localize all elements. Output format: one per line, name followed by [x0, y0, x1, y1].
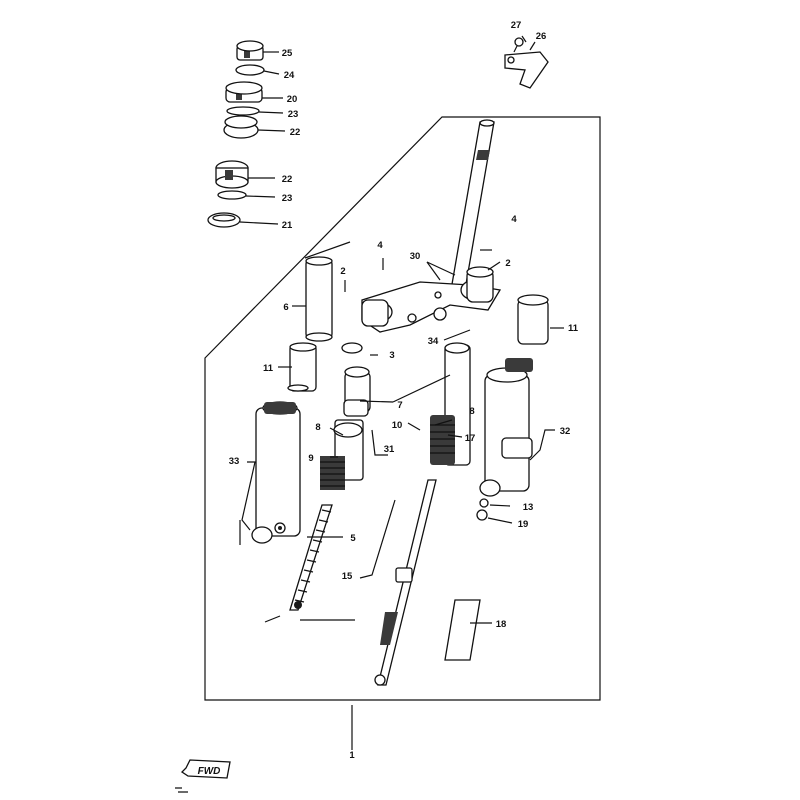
- lower-bearing: [217, 190, 247, 200]
- callout-19: 19: [518, 519, 529, 530]
- dust-seal: [207, 212, 241, 228]
- upper-nut: [225, 81, 263, 103]
- callout-34: 34: [428, 336, 439, 347]
- fork-cover-right: [517, 294, 549, 345]
- bracket-clamp-right: [466, 266, 494, 303]
- damper-rod: [374, 479, 437, 686]
- inner-tube-left: [320, 419, 364, 490]
- callout-22-upper: 22: [290, 127, 301, 138]
- callout-1: 1: [349, 750, 355, 761]
- callout-13: 13: [523, 502, 534, 513]
- outer-tube-left: [251, 401, 301, 544]
- callout-26: 26: [536, 31, 547, 42]
- callout-11-right: 11: [568, 323, 579, 334]
- callout-23-upper: 23: [288, 109, 299, 120]
- callout-32: 32: [560, 426, 571, 437]
- fork-group-left-outline: [239, 241, 355, 623]
- lower-race: [215, 160, 249, 189]
- assembly-boundary: [204, 116, 601, 701]
- callout-23-lower: 23: [282, 193, 293, 204]
- callout-5: 5: [350, 533, 356, 544]
- small-bolt-right: [479, 498, 489, 508]
- fork-spring-left: [289, 504, 333, 611]
- callout-2-left: 2: [340, 266, 345, 277]
- inner-tube-right: [430, 342, 471, 466]
- callout-3: 3: [389, 350, 394, 361]
- upper-bearing: [226, 106, 260, 116]
- collar-left: [341, 342, 371, 417]
- cable-guide-bracket: [504, 51, 549, 89]
- callout-31: 31: [384, 444, 395, 455]
- upper-race: [223, 115, 259, 139]
- washer-upper: [235, 64, 265, 76]
- steering-stem: [450, 119, 495, 291]
- callout-17: 17: [465, 433, 476, 444]
- callout-2-right: 2: [505, 258, 510, 269]
- callout-8-left: 8: [315, 422, 320, 433]
- callout-10: 10: [392, 420, 403, 431]
- callout-25: 25: [282, 48, 293, 59]
- callout-6: 6: [283, 302, 288, 313]
- callout-22-lower: 22: [282, 174, 293, 185]
- under-cover-left: [287, 342, 317, 392]
- callout-18: 18: [496, 619, 507, 630]
- outer-tube-right: [479, 358, 533, 497]
- forward-direction-label: FWD: [198, 766, 221, 777]
- callout-15: 15: [342, 571, 353, 582]
- callout-4-left: 4: [377, 240, 383, 251]
- callout-9: 9: [308, 453, 313, 464]
- leader-lines: [239, 35, 564, 750]
- bracket-clamp-left: [361, 299, 389, 327]
- callout-27: 27: [511, 20, 522, 31]
- fork-cover-left: [305, 256, 333, 342]
- callout-7: 7: [397, 400, 402, 411]
- callout-4-right: 4: [511, 214, 517, 225]
- callout-21: 21: [282, 220, 293, 231]
- callout-20: 20: [287, 94, 298, 105]
- callout-8-right: 8: [469, 406, 474, 417]
- callout-11-left: 11: [263, 363, 274, 374]
- callout-24: 24: [284, 70, 295, 81]
- forward-direction-marker: FWD: [175, 759, 231, 793]
- bracket-screw: [513, 37, 524, 53]
- callout-33: 33: [229, 456, 240, 467]
- ring-nut: [236, 40, 264, 61]
- callout-30: 30: [410, 251, 421, 262]
- copper-washer: [476, 509, 488, 521]
- reflector-label: [444, 599, 481, 661]
